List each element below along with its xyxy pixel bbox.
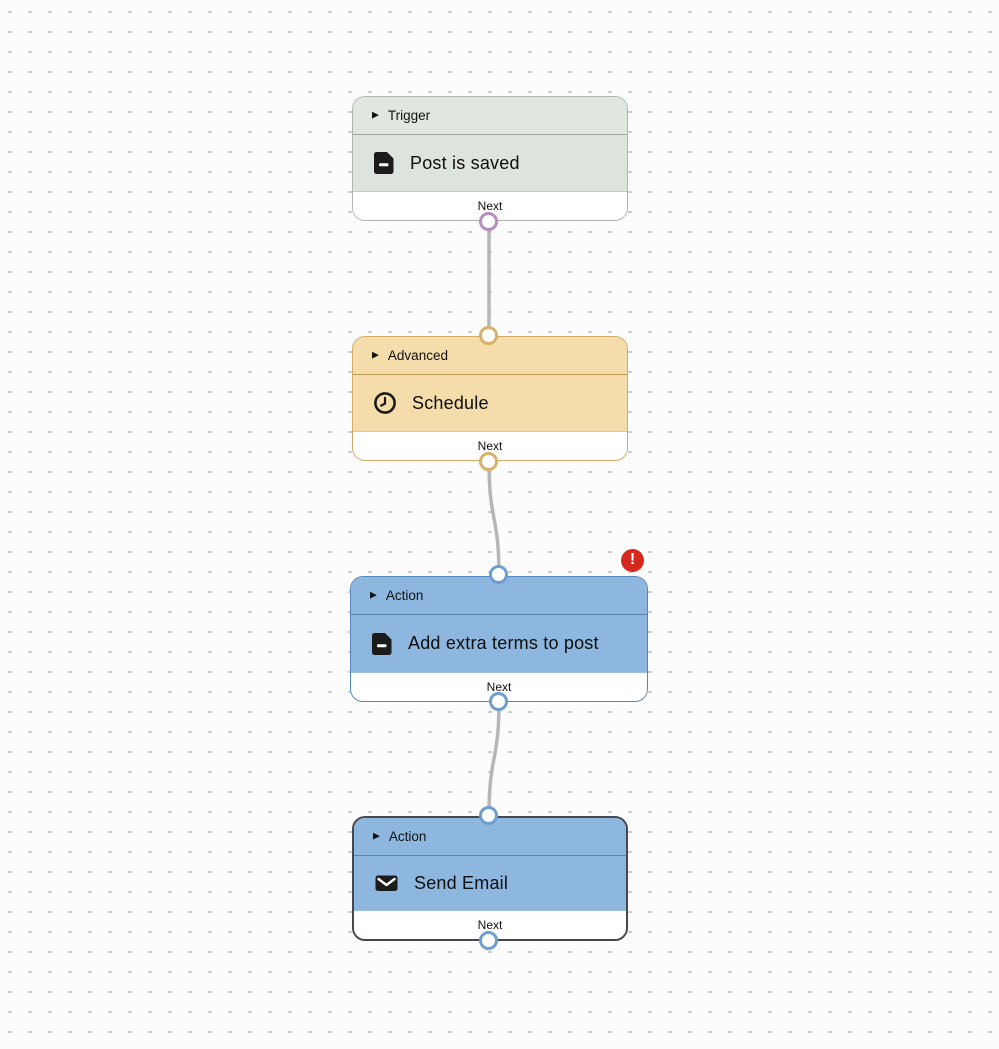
node-title: Add extra terms to post <box>408 633 599 653</box>
next-port-label: Next <box>477 918 503 932</box>
node-category-label: Advanced <box>387 348 448 363</box>
collapse-triangle-icon[interactable]: ▶ <box>372 109 379 120</box>
clock-icon <box>373 391 397 415</box>
node-title: Schedule <box>412 392 489 413</box>
next-port-label: Next <box>477 439 503 453</box>
collapse-triangle-icon[interactable]: ▶ <box>372 349 379 360</box>
document-icon <box>373 151 395 175</box>
document-icon <box>371 632 393 656</box>
port-in-advanced[interactable] <box>479 326 498 345</box>
next-port-label: Next <box>486 680 512 694</box>
node-action-add-extra-terms[interactable]: ▶ Action Add extra terms to post Next <box>350 576 648 702</box>
node-title: Send Email <box>414 872 509 893</box>
node-trigger-header[interactable]: ▶ Trigger <box>353 97 627 135</box>
node-trigger-footer: Next <box>353 191 627 220</box>
port-out-action-add-extra-terms[interactable] <box>489 692 508 711</box>
next-port-label: Next <box>477 199 503 213</box>
node-advanced[interactable]: ▶ Advanced Schedule Next <box>352 336 628 461</box>
node-title: Post is saved <box>410 152 520 173</box>
port-out-advanced[interactable] <box>479 452 498 471</box>
node-advanced-body[interactable]: Schedule <box>353 375 627 431</box>
port-out-action-send-email[interactable] <box>479 931 498 950</box>
port-out-trigger[interactable] <box>479 212 498 231</box>
node-category-label: Action <box>385 588 424 603</box>
edge-advanced-to-action1[interactable] <box>487 460 501 577</box>
node-action-send-email[interactable]: ▶ Action Send Email Next <box>352 816 628 941</box>
node-trigger[interactable]: ▶ Trigger Post is saved Next <box>352 96 628 221</box>
node-action-body[interactable]: Send Email <box>354 856 626 910</box>
error-badge[interactable]: ! <box>621 549 644 572</box>
envelope-icon <box>374 871 399 895</box>
node-action-body[interactable]: Add extra terms to post <box>351 615 647 672</box>
edge-action1-to-action2[interactable] <box>487 700 501 817</box>
node-trigger-body[interactable]: Post is saved <box>353 135 627 191</box>
node-category-label: Action <box>388 829 427 844</box>
port-in-action-add-extra-terms[interactable] <box>489 565 508 584</box>
collapse-triangle-icon[interactable]: ▶ <box>370 589 377 600</box>
node-category-label: Trigger <box>387 108 431 123</box>
collapse-triangle-icon[interactable]: ▶ <box>373 830 380 841</box>
port-in-action-send-email[interactable] <box>479 806 498 825</box>
